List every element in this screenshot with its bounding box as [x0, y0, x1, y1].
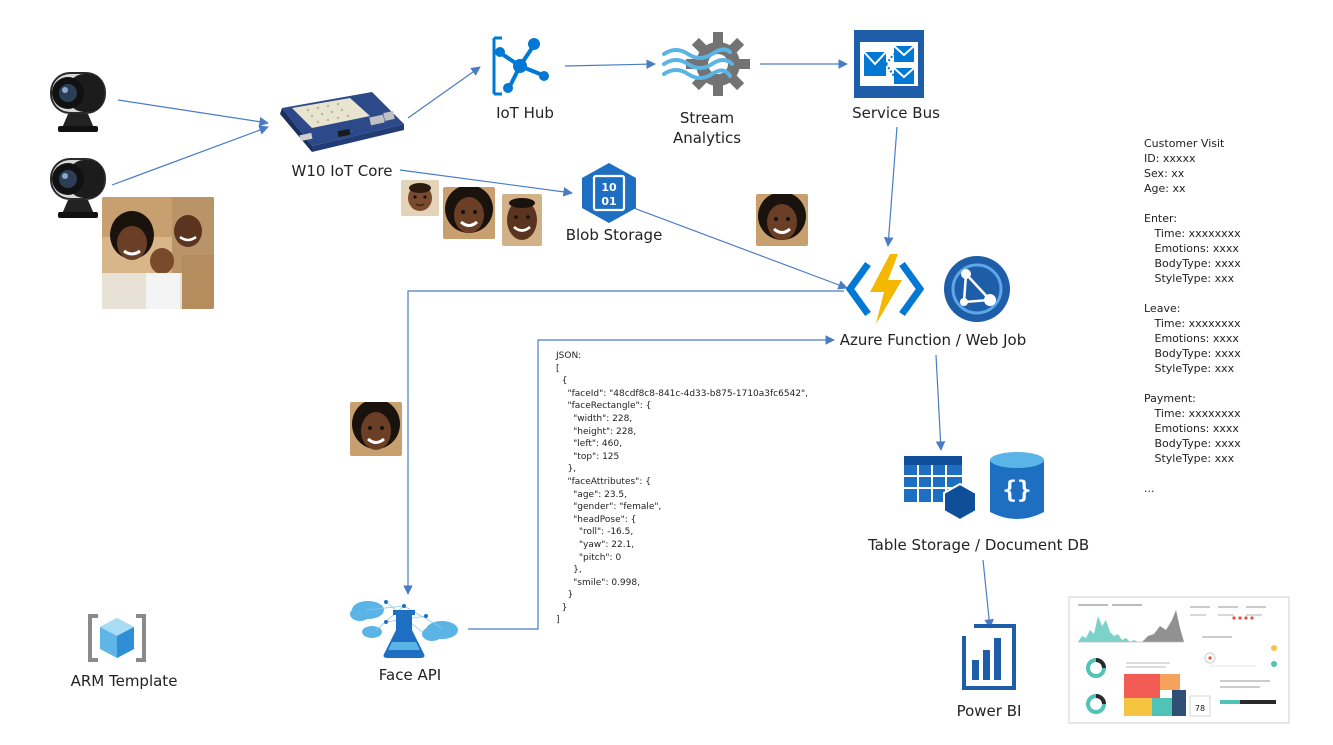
iot-hub-label: IoT Hub [496, 104, 554, 122]
service-bus-icon [852, 28, 926, 100]
arm-template-label: ARM Template [70, 672, 178, 690]
arrow-servicebus-function [883, 126, 898, 247]
dashboard-thumbnail: 78 [1068, 596, 1290, 724]
web-app-icon [942, 254, 1012, 324]
service-bus-label: Service Bus [852, 104, 940, 122]
family-photo [102, 197, 214, 309]
dashboard-kpi-value: 78 [1195, 704, 1205, 713]
iot-core-label: W10 IoT Core [291, 162, 393, 180]
woman-face-photo [756, 194, 808, 246]
arrow-tablestorage-powerbi [982, 559, 994, 629]
svg-text:{}: {} [1003, 476, 1032, 504]
arrow-function-faceapi [403, 290, 844, 595]
webcam-icon [48, 66, 114, 134]
webcam-icon [48, 152, 114, 220]
arrow-function-tablestorage [935, 354, 946, 451]
arrow-iotcore-iothub [407, 66, 481, 119]
table-storage-label: Table Storage / Document DB [868, 536, 1090, 554]
blob-storage-label: Blob Storage [565, 226, 663, 244]
face-api-label: Face API [378, 666, 442, 684]
power-bi-icon [956, 622, 1022, 692]
stream-analytics-icon [660, 28, 754, 100]
woman-face-photo [443, 187, 495, 239]
azure-function-icon [845, 252, 925, 326]
document-db-icon: {} [988, 450, 1046, 522]
blob-storage-icon: 10 01 [578, 162, 640, 224]
face-api-icon [346, 592, 462, 660]
table-storage-icon [902, 454, 980, 522]
baby-face-photo [401, 180, 439, 216]
arrow-webcam2-iotcore [111, 125, 269, 186]
arrow-webcam1-iotcore [117, 99, 269, 127]
face-api-json-output: JSON: [ { "faceId": "48cdf8c8-841c-4d33-… [556, 351, 809, 626]
azure-function-label: Azure Function / Web Job [839, 331, 1027, 349]
svg-text:01: 01 [601, 195, 616, 208]
man-face-photo [502, 194, 542, 246]
iot-hub-icon [488, 34, 554, 96]
arrow-faceapi-function [468, 335, 835, 630]
stream-analytics-label: Stream Analytics [672, 109, 742, 147]
customer-visit-record: Customer Visit ID: xxxxx Sex: xx Age: xx… [1144, 137, 1241, 495]
woman-face-photo [350, 402, 402, 456]
iot-board-icon [272, 86, 408, 156]
arrow-iotcore-blob [399, 169, 573, 197]
arrow-blob-function [622, 203, 848, 290]
power-bi-label: Power BI [956, 702, 1022, 720]
arrow-iothub-stream [564, 59, 656, 69]
arm-template-icon [88, 612, 146, 664]
svg-text:10: 10 [601, 181, 617, 194]
